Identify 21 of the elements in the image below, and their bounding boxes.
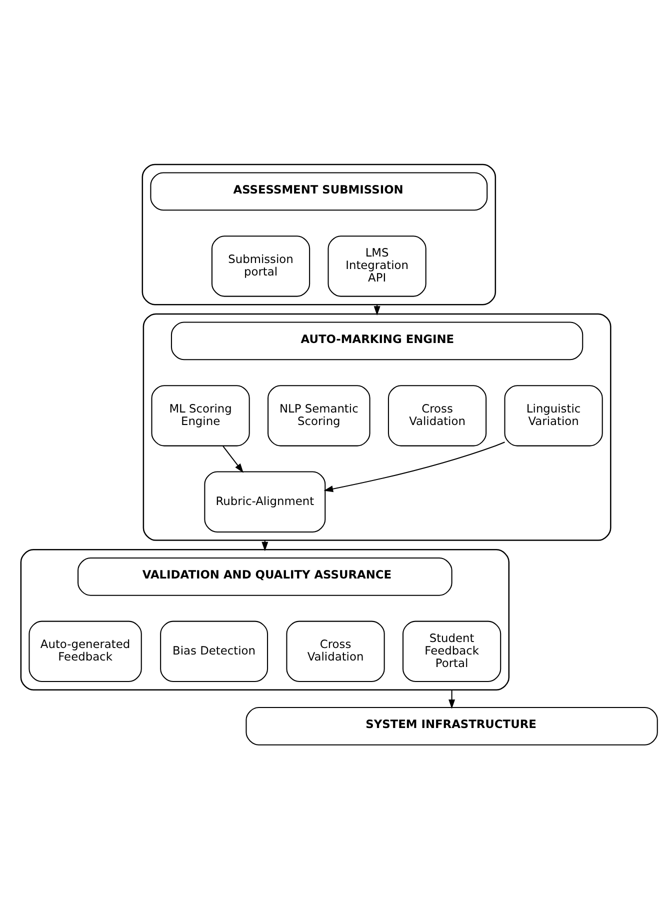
node-box: NLP Semantic Scoring: [268, 384, 370, 446]
node-box: Bias Detection: [160, 620, 268, 682]
node-box: ML Scoring Engine: [151, 384, 250, 446]
node-box: LMS Integration API: [328, 235, 426, 296]
node-box: VALIDATION AND QUALITY ASSURANCE: [78, 556, 452, 596]
node-box: Auto-generated Feedback: [28, 620, 142, 682]
cluster: [142, 312, 612, 540]
node-box: Submission portal: [211, 235, 310, 296]
arrow: [448, 689, 456, 708]
node-box: ASSESSMENT SUBMISSION: [150, 172, 488, 210]
cluster: [142, 163, 496, 305]
node-box: AUTO-MARKING ENGINE: [170, 321, 584, 360]
node-box: Linguistic Variation: [504, 384, 603, 446]
node-box: Student Feedback Portal: [402, 620, 502, 682]
node-box: Cross Validation: [388, 384, 487, 446]
node-box: Rubric-Alignment: [204, 470, 326, 532]
arrow: [222, 445, 244, 472]
node-box: Cross Validation: [286, 620, 385, 682]
node-box: SYSTEM INFRASTRUCTURE: [246, 706, 658, 745]
cluster: [20, 548, 510, 690]
arrow: [324, 441, 505, 492]
